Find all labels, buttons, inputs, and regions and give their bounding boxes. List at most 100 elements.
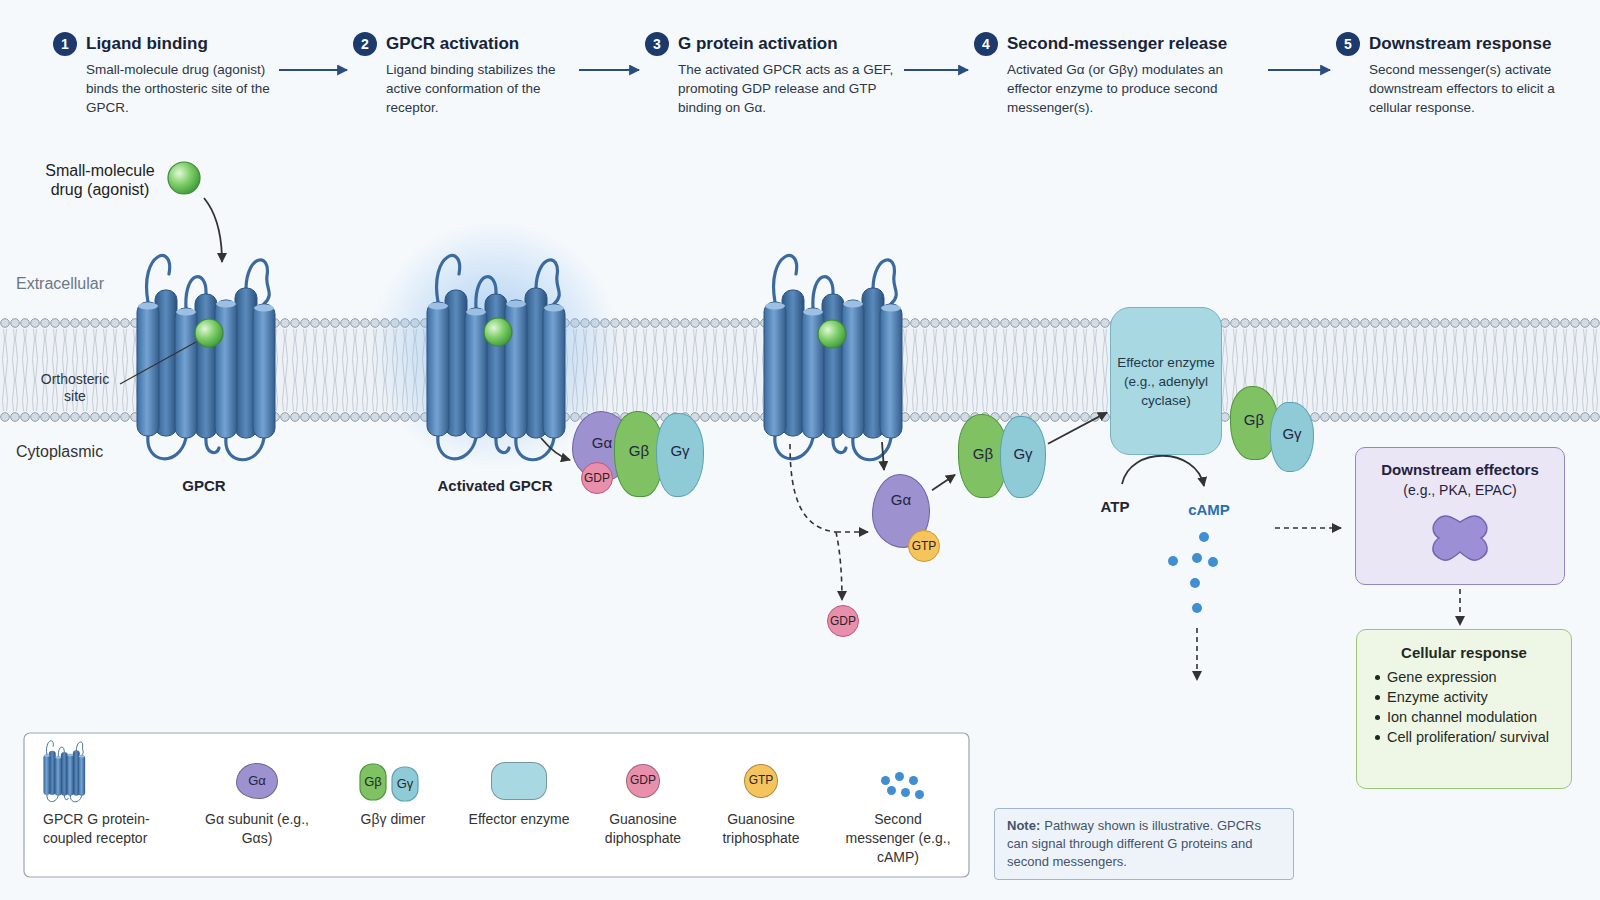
spacer: [90, 370, 130, 371]
subunit-label: Gγ: [1282, 425, 1301, 442]
gtp-circle: GTP: [908, 530, 940, 562]
note-lead: Note:: [1007, 818, 1040, 833]
g-gamma-subunit: Gγ: [1000, 416, 1046, 498]
subunit-label: Gγ: [670, 442, 689, 459]
subunit-label: Gβ: [629, 442, 649, 459]
legend-swatch: [491, 762, 547, 800]
step-number: 4: [974, 32, 998, 56]
bullet-dot: [1375, 715, 1380, 720]
part-label: GPCR: [144, 477, 264, 495]
swatch-label: Gγ: [392, 776, 418, 792]
leader-line: [120, 342, 196, 384]
bullet-dot: [1375, 695, 1380, 700]
bullet-text: Enzyme activity: [1387, 689, 1488, 705]
step-number: 3: [645, 32, 669, 56]
nucleotide-label: GDP: [584, 471, 610, 485]
flow-arrow: [1048, 412, 1107, 443]
gdp-circle: GDP: [581, 462, 613, 494]
legend-gbeta-swatch: [360, 764, 386, 800]
ligand-label: Small-molecule drug (agonist): [36, 161, 164, 199]
messenger-dot: [901, 788, 910, 797]
subunit-label: Gα: [891, 491, 911, 508]
flow-arrow: [279, 69, 347, 71]
region-label: Cytoplasmic: [16, 442, 156, 461]
enzyme-label: Effector enzyme: [1117, 353, 1214, 372]
bullet-item: Enzyme activity: [1373, 687, 1555, 707]
step-number: 1: [53, 32, 77, 56]
effector-enzyme-box: Effector enzyme(e.g., adenylyl cyclase): [1110, 307, 1222, 455]
step-title: G protein activation: [678, 32, 900, 56]
flow-arrow: [579, 69, 639, 71]
g-gamma-subunit: Gγ: [656, 413, 704, 497]
messenger-dot: [909, 776, 918, 785]
binding-arrow: [204, 198, 222, 262]
bullet-item: Gene expression: [1373, 667, 1555, 687]
flow-arrow: [904, 69, 968, 71]
diffusion-arrow: [1196, 628, 1198, 680]
gpcr-receptor: [137, 256, 275, 460]
effector-icon: [1423, 510, 1497, 564]
enzyme-label: (e.g., adenylyl cyclase): [1117, 372, 1215, 410]
second-messenger-dots: [1168, 532, 1218, 613]
nucleotide-label: GDP: [830, 614, 856, 628]
exchange-arrow: [836, 531, 868, 533]
legend-box: [24, 733, 969, 877]
bullet-item: Ion channel modulation: [1373, 707, 1555, 727]
gpcr-receptor: [427, 256, 565, 460]
bullet-text: Cell proliferation/ survival: [1387, 729, 1549, 745]
bullet-item: Cell proliferation/ survival: [1373, 727, 1555, 747]
note-box: Note:Pathway shown is illustrative. GPCR…: [994, 808, 1294, 880]
exchange-arrow: [836, 532, 842, 600]
box-heading: Cellular response: [1373, 642, 1555, 664]
conversion-arrow: [1122, 456, 1204, 486]
molecule-label: cAMP: [1182, 501, 1236, 519]
bullet-text: Ion channel modulation: [1387, 709, 1537, 725]
bullet-dot: [1375, 675, 1380, 680]
messenger-dot: [895, 772, 904, 781]
step-number: 2: [353, 32, 377, 56]
bullet-text: Gene expression: [1387, 669, 1497, 685]
legend-text: Effector enzyme: [459, 810, 579, 829]
step-description: Ligand binding stabilizes the active con…: [386, 60, 575, 117]
ligand: [818, 320, 846, 348]
nucleotide-label: GTP: [912, 539, 937, 553]
legend-text: Second messenger (e.g., cAMP): [838, 810, 958, 867]
step-description: Small-molecule drug (agonist) binds the …: [86, 60, 275, 117]
bullet-dot: [1375, 735, 1380, 740]
step-header: 3 G protein activationThe activated GPCR …: [645, 32, 900, 117]
legend-gpcr-icon: [44, 741, 85, 802]
step-header: 2 GPCR activationLigand binding stabilize…: [353, 32, 575, 117]
subunit-label: Gα: [592, 434, 612, 451]
exchange-arrow: [790, 444, 836, 532]
swatch-label: GDP: [623, 773, 663, 788]
note-text: Pathway shown is illustrative. GPCRs can…: [1007, 818, 1261, 869]
molecule-label: ATP: [1095, 498, 1135, 516]
step-description: The activated GPCR acts as a GEF, promot…: [678, 60, 900, 117]
step-number: 5: [1336, 32, 1360, 56]
note-paragraph: Note:Pathway shown is illustrative. GPCR…: [1007, 817, 1281, 871]
legend-text: GPCR G protein-coupled receptor: [43, 810, 161, 848]
region-label: Extracellular: [16, 274, 156, 293]
messenger-dot: [915, 790, 924, 799]
legend-ggamma-swatch: [392, 767, 418, 801]
ligand: [168, 162, 200, 194]
flow-arrow: [1459, 589, 1461, 625]
step-title: Second-messenger release: [1007, 32, 1264, 56]
part-label: Activated GPCR: [420, 477, 570, 495]
flow-arrow: [1268, 69, 1330, 71]
step-title: GPCR activation: [386, 32, 575, 56]
messenger-dot: [881, 776, 890, 785]
box-heading: Downstream effectors: [1366, 460, 1554, 480]
flow-arrow: [932, 475, 955, 490]
subunit-label: Gβ: [973, 445, 993, 462]
swatch-label: Gα: [237, 773, 277, 789]
swatch-label: Gβ: [360, 774, 386, 790]
site-label: Orthosteric site: [34, 371, 116, 405]
coupling-arrow: [541, 438, 570, 460]
step-title: Downstream response: [1369, 32, 1590, 56]
ligand: [484, 318, 512, 346]
legend-text: Guanosine triphosphate: [701, 810, 821, 848]
subunit-label: Gγ: [1013, 445, 1032, 462]
response-box: Cellular responseGene expressionEnzyme a…: [1356, 629, 1572, 789]
step-header: 4Second-messenger releaseActivated Gα (o…: [974, 32, 1264, 117]
